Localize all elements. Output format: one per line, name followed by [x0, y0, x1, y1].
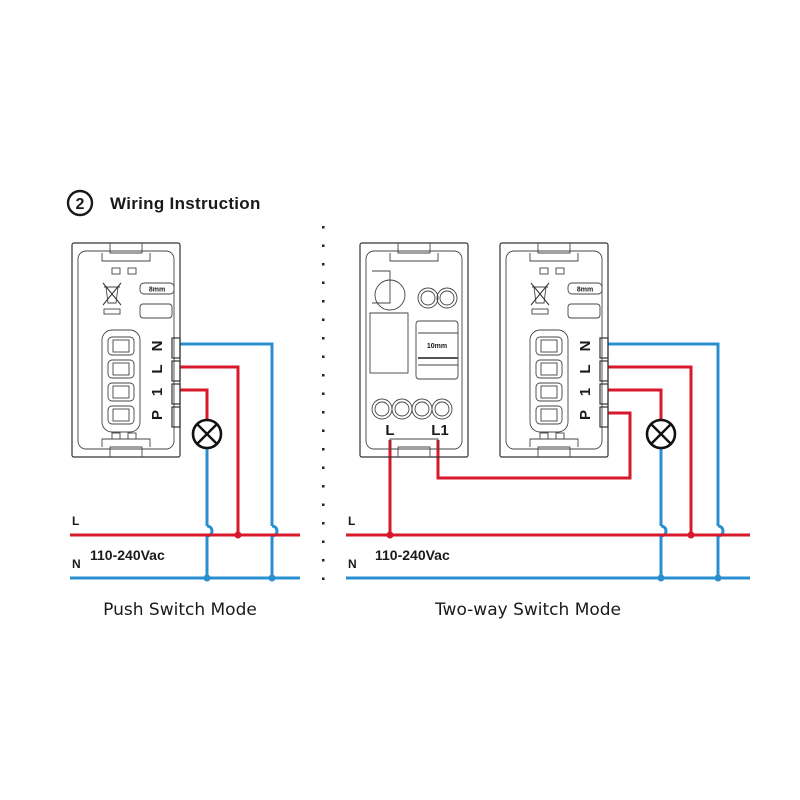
terminal-clamp [171, 406, 181, 428]
terminal-clamp [599, 383, 609, 405]
section-header: 2 Wiring Instruction [66, 189, 261, 217]
terminal-label-L: L [149, 364, 166, 373]
lamp-icon [191, 418, 223, 450]
terminal-label-N: N [149, 341, 166, 352]
live-bus-label: L [348, 514, 355, 528]
divider-dot [322, 559, 325, 562]
divider-dot [322, 522, 325, 525]
terminal-clamp [599, 406, 609, 428]
divider-dot [322, 448, 325, 451]
divider-dot [322, 485, 325, 488]
divider-dot [322, 281, 325, 284]
divider-dot [322, 374, 325, 377]
divider-dot [322, 355, 325, 358]
divider-dot [322, 577, 325, 580]
traveller-wire [436, 411, 632, 480]
divider-dot [322, 540, 325, 543]
divider-dot [322, 503, 325, 506]
divider-dot [322, 411, 325, 414]
lamp-icon [645, 418, 677, 450]
mode-divider [322, 226, 325, 580]
live-junction [687, 531, 695, 539]
terminal-clamp [171, 360, 181, 382]
neutral-junction [268, 574, 276, 582]
two-way-mode-caption: Two-way Switch Mode [434, 600, 621, 620]
section-title: Wiring Instruction [110, 194, 261, 213]
live-bus-label: L [72, 514, 79, 528]
divider-dot [322, 300, 325, 303]
terminal-hole [107, 382, 135, 402]
terminal-hole [535, 359, 563, 379]
push-mode-caption: Push Switch Mode [103, 600, 257, 620]
terminal-holes [371, 398, 453, 420]
neutral-wire-to-bus [180, 342, 274, 526]
push-wires [180, 342, 279, 578]
neutral-junction [657, 574, 665, 582]
divider-dot [322, 466, 325, 469]
terminal-label-1: 1 [577, 388, 594, 396]
step-number: 2 [76, 196, 85, 213]
lamp-feed-wire [180, 388, 209, 420]
strip-length-label: 8mm [149, 287, 165, 294]
neutral-bus-label: N [72, 557, 81, 571]
terminal-label-N: N [577, 341, 594, 352]
master-lamp-feed [608, 388, 663, 420]
voltage-label: 110-240Vac [375, 547, 450, 563]
terminal-clamp [599, 360, 609, 382]
step-number-badge [66, 189, 94, 217]
live-junction [386, 531, 394, 539]
terminal-label-P: P [577, 410, 594, 420]
divider-dot [322, 392, 325, 395]
live-wire-to-bus [180, 365, 240, 535]
twoway-wires [388, 342, 725, 578]
terminal-hole [107, 336, 135, 356]
voltage-label: 110-240Vac [90, 547, 165, 563]
terminal-label-P: P [149, 410, 166, 420]
divider-dot [322, 318, 325, 321]
terminal-clamp [171, 383, 181, 405]
weee-bin-icon [530, 282, 550, 306]
master-live-wire [608, 365, 693, 535]
live-junction [234, 531, 242, 539]
slave-switch-device: 10mm L L1 [359, 242, 469, 458]
divider-dot [322, 429, 325, 432]
divider-dot [322, 244, 325, 247]
divider-dot [322, 226, 325, 229]
terminal-hole [107, 359, 135, 379]
terminal-hole [535, 405, 563, 425]
terminal-clamp [171, 337, 181, 359]
divider-dot [322, 337, 325, 340]
two-way-switch-mode: L N 110-240Vac [346, 242, 750, 620]
divider-dot [322, 263, 325, 266]
terminal-hole [107, 405, 135, 425]
terminal-hole [535, 336, 563, 356]
strip-length-label: 8mm [577, 287, 593, 294]
terminal-label-L1: L1 [431, 422, 449, 439]
neutral-junction [714, 574, 722, 582]
terminal-label-L: L [385, 422, 394, 439]
terminal-clamp [599, 337, 609, 359]
terminal-label-1: 1 [149, 388, 166, 396]
terminal-hole [535, 382, 563, 402]
terminal-label-L: L [577, 364, 594, 373]
master-neutral-wire [608, 342, 720, 526]
weee-bin-icon [102, 282, 122, 306]
neutral-junction [203, 574, 211, 582]
strip-length-label: 10mm [427, 343, 447, 350]
neutral-bus-label: N [348, 557, 357, 571]
